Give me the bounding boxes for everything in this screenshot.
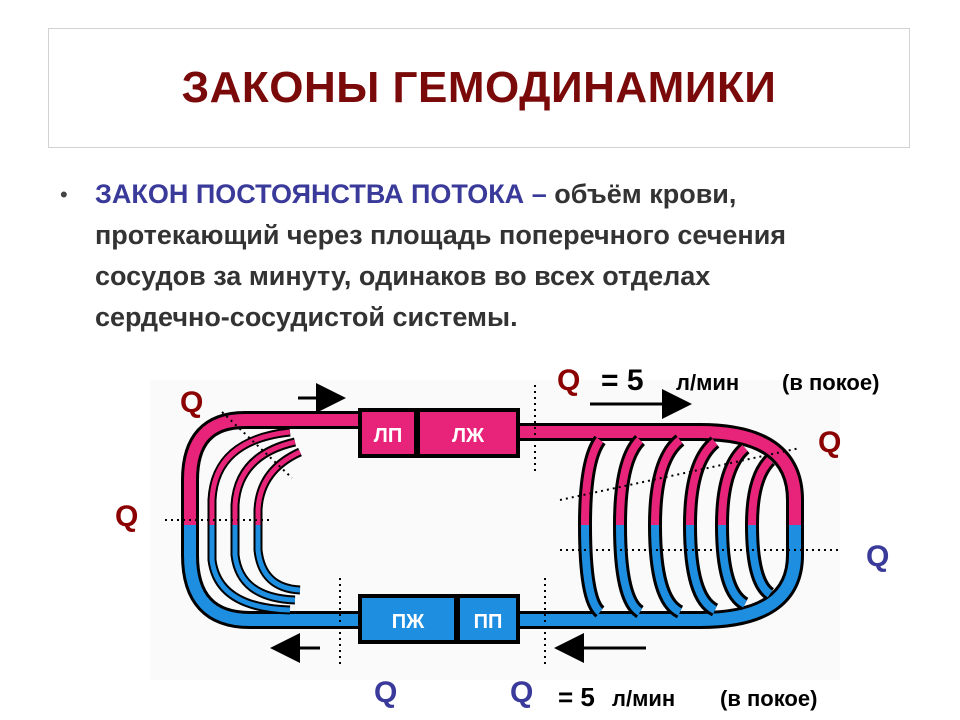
bottom-flow-q: Q [510,676,533,709]
q-label-bottom: Q [374,676,397,709]
cross-section-lines [165,385,840,665]
title-box: ЗАКОНЫ ГЕМОДИНАМИКИ [48,28,910,148]
left-bottom-vessel [184,525,360,626]
page-title: ЗАКОНЫ ГЕМОДИНАМИКИ [181,63,777,112]
bottom-flow-eq: = 5 [558,682,595,712]
q-label-right: Q [866,540,889,573]
top-flow-unit: л/мин [676,370,739,395]
left-ventricle-label: ЛЖ [452,425,485,447]
law-dash: – [524,179,555,209]
left-capillary-arcs [207,427,302,615]
q-label-left: Q [115,500,138,533]
left-atrium-box [362,412,414,454]
q-label-top-left: Q [180,386,203,419]
flow-arrows [270,383,692,663]
right-atrium-label: ПП [474,611,503,633]
left-ventricle-box [420,412,516,454]
right-top-vessel [520,426,801,525]
top-flow-q: Q [557,364,580,397]
right-ventricle-box [362,598,454,640]
left-top-vessel [184,414,300,525]
bottom-flow-unit: л/мин [612,686,675,711]
left-heart: ЛП ЛЖ [358,408,520,458]
right-heart: ПЖ ПП [358,594,520,644]
law-term: ЗАКОН ПОСТОЯНСТВА ПОТОКА [95,179,525,209]
q-label-right-top: Q [818,426,841,459]
right-bottom-vessel [520,525,801,626]
right-atrium-box [460,598,516,640]
left-atrium-label: ЛП [374,425,402,447]
top-flow-eq: = 5 [601,364,644,397]
bottom-flow-note: (в покое) [720,686,817,711]
bullet-icon: • [60,182,68,207]
right-ventricle-label: ПЖ [392,611,425,633]
top-flow-note: (в покое) [782,370,879,395]
law-definition: объём крови, протекающий через площадь п… [95,179,787,332]
right-capillary-arcs [578,434,776,619]
law-text: ЗАКОН ПОСТОЯНСТВА ПОТОКА – объём крови, … [95,174,835,338]
